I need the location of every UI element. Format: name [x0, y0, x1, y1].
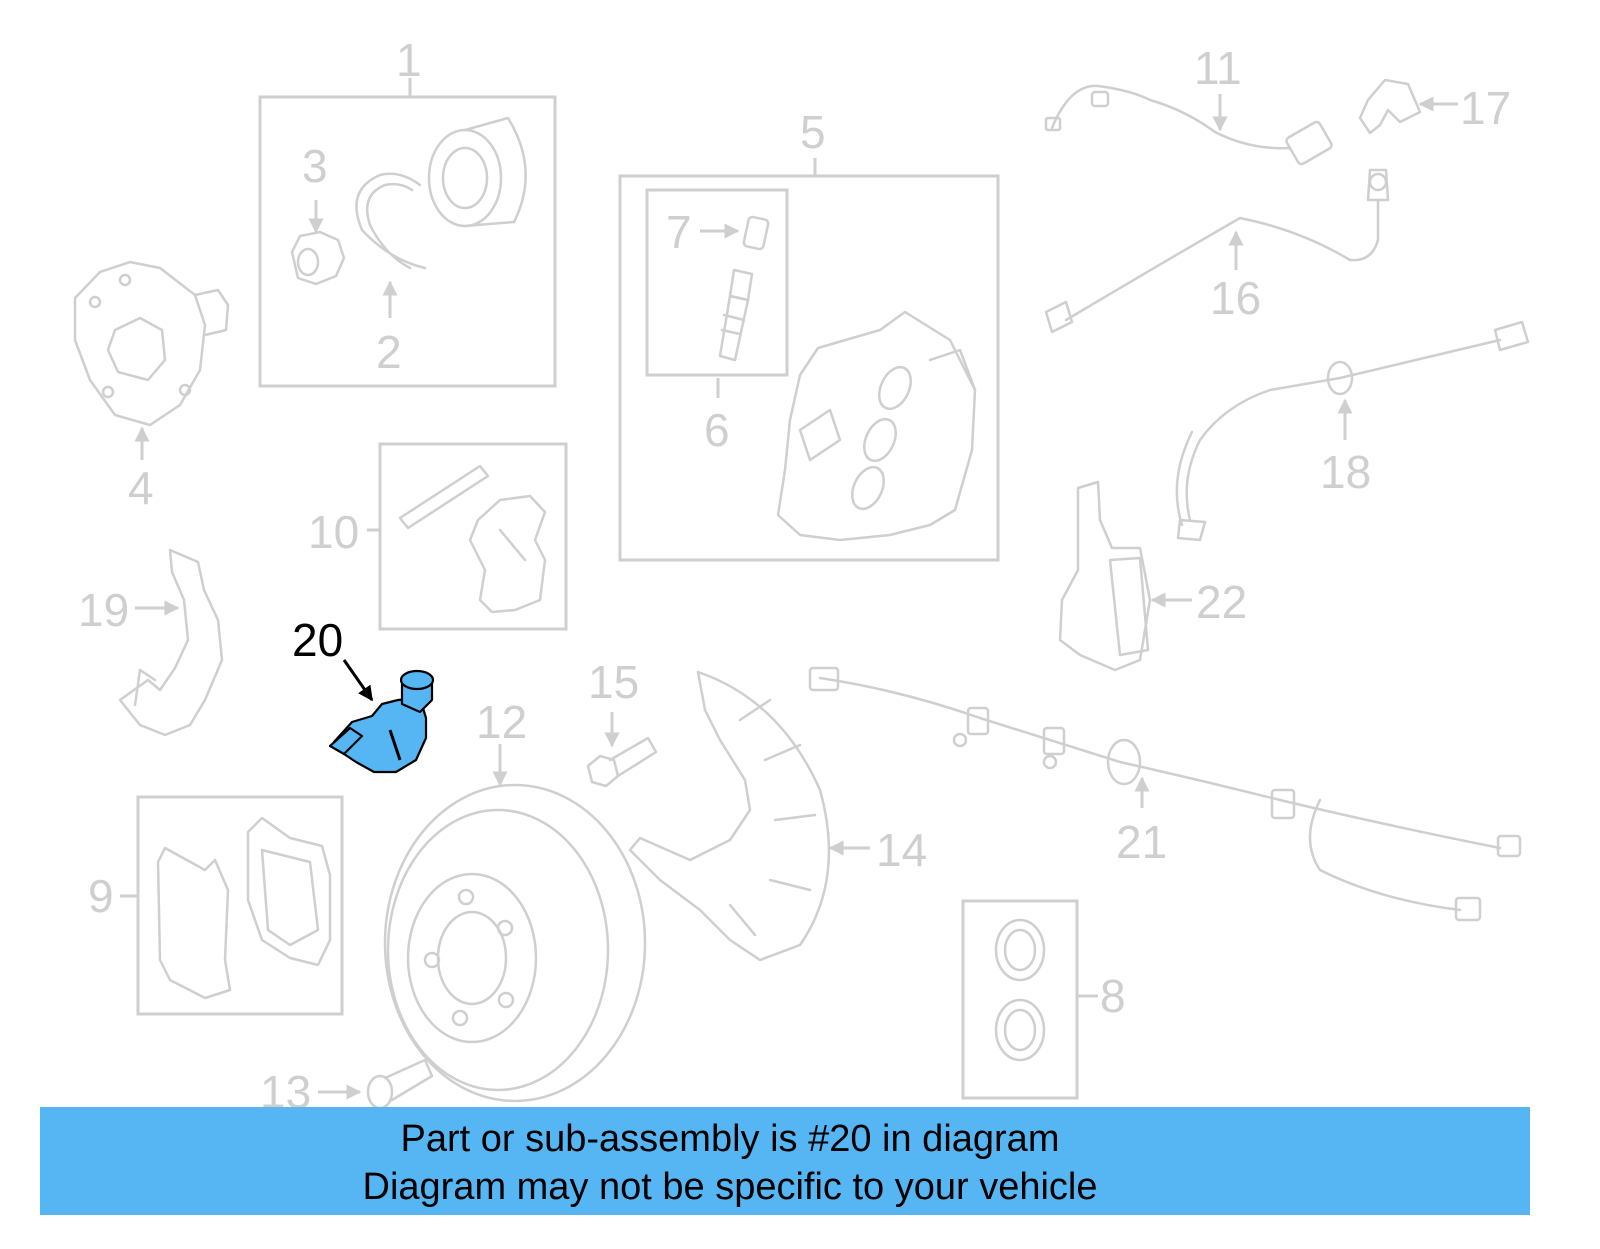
group-box-10	[378, 442, 568, 631]
callout-12: 12	[476, 696, 527, 748]
brake-rotor-part	[383, 783, 647, 1103]
callout-21: 21	[1116, 816, 1167, 868]
group-box-6	[645, 188, 789, 377]
snap-ring-part	[355, 172, 427, 270]
callout-5: 5	[800, 106, 826, 158]
group-box-5	[618, 174, 1000, 562]
callout-4: 4	[128, 462, 154, 514]
callout-22: 22	[1196, 576, 1247, 628]
group-box-1	[258, 95, 557, 388]
callout-2: 2	[376, 326, 402, 378]
callout-16: 16	[1210, 272, 1261, 324]
sensor-bracket-part	[1058, 480, 1152, 672]
bleeder-screw-part	[718, 268, 754, 362]
callout-3: 3	[302, 140, 328, 192]
callout-7: 7	[666, 206, 692, 258]
splash-shield-part	[628, 670, 831, 962]
brake-pads-part	[156, 816, 332, 1000]
bearing-part	[427, 116, 527, 228]
brake-caliper-part	[776, 310, 977, 542]
callout-17: 17	[1460, 82, 1511, 134]
bleeder-cap-part	[742, 215, 770, 251]
pad-hardware-part	[398, 464, 547, 614]
anti-rattle-clip-part	[118, 548, 224, 737]
callout-6: 6	[704, 404, 730, 456]
brake-line-part	[1044, 168, 1390, 334]
callout-20: 20	[292, 614, 343, 666]
axle-nut-part	[290, 230, 346, 286]
callout-18: 18	[1320, 446, 1371, 498]
callout-8: 8	[1100, 970, 1126, 1022]
caliper-bolt-part	[586, 736, 658, 788]
seals-part	[994, 918, 1046, 1062]
clip-part	[1358, 78, 1422, 135]
callout-11: 11	[1194, 42, 1242, 94]
brake-hose-part	[1175, 320, 1530, 542]
callout-14: 14	[876, 824, 927, 876]
wheel-hub-part	[73, 260, 230, 427]
callout-9: 9	[88, 870, 114, 922]
banner-line-disclaimer: Diagram may not be specific to your vehi…	[362, 1166, 1098, 1208]
abs-sensor-part-highlighted[interactable]	[328, 669, 435, 774]
callout-15: 15	[588, 656, 639, 708]
callout-10: 10	[308, 506, 359, 558]
banner-line-part-number: Part or sub-assembly is #20 in diagram	[400, 1118, 1060, 1160]
rotor-screw-part	[366, 1058, 434, 1110]
group-box-9	[136, 795, 344, 1016]
group-box-8	[961, 899, 1079, 1100]
wear-sensor-wire-part	[1044, 84, 1333, 166]
callout-1: 1	[396, 34, 422, 86]
info-banner: Part or sub-assembly is #20 in diagram D…	[40, 1107, 1530, 1215]
callout-19: 19	[78, 584, 129, 636]
sensor-harness-part	[808, 666, 1522, 922]
